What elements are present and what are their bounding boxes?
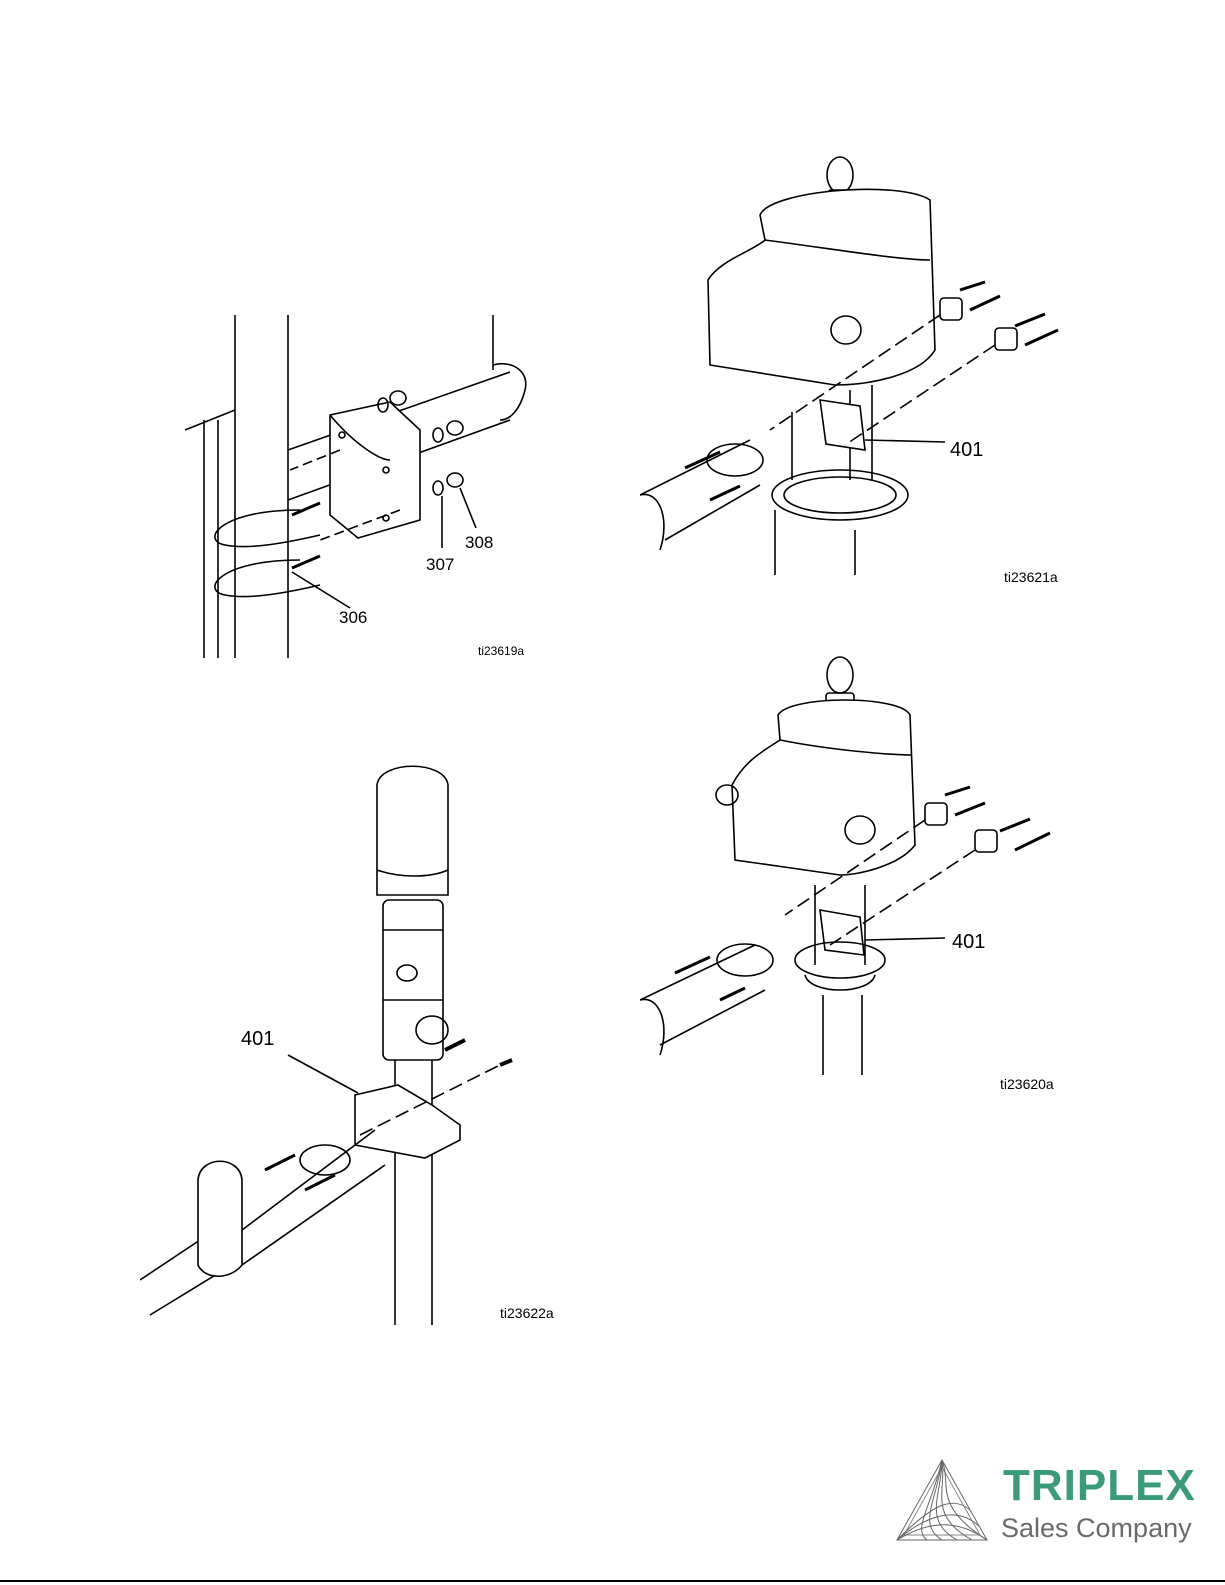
callout-401-bottom-right: 401 [952, 932, 985, 952]
callout-306: 306 [339, 609, 367, 626]
triplex-logo: TRIPLEX Sales Company [900, 1455, 1200, 1555]
page-bottom-rule [0, 1580, 1225, 1582]
figure-ref-ti23622a: ti23622a [500, 1305, 554, 1321]
callout-308: 308 [465, 534, 493, 551]
triangle-spiral-logo-icon [892, 1455, 992, 1545]
logo-wordmark: TRIPLEX [1003, 1461, 1196, 1511]
figure-pump-cover-mount-drawing [640, 150, 1070, 580]
callout-401-bottom-left: 401 [241, 1029, 274, 1049]
figure-pipe-column-mount-drawing [140, 760, 580, 1335]
figure-ref-ti23619a: ti23619a [478, 644, 524, 658]
figure-pump-cover-mount-variant [640, 655, 1070, 1085]
logo-subtitle: Sales Company [1001, 1513, 1192, 1544]
callout-307: 307 [426, 556, 454, 573]
figure-pump-cover-mount [640, 150, 1070, 580]
figure-ref-ti23621a: ti23621a [1004, 569, 1058, 585]
figure-pump-cover-mount-variant-drawing [640, 655, 1070, 1085]
figure-pipe-column-mount [140, 760, 580, 1335]
figure-ref-ti23620a: ti23620a [1000, 1076, 1054, 1092]
callout-401-top-right: 401 [950, 440, 983, 460]
